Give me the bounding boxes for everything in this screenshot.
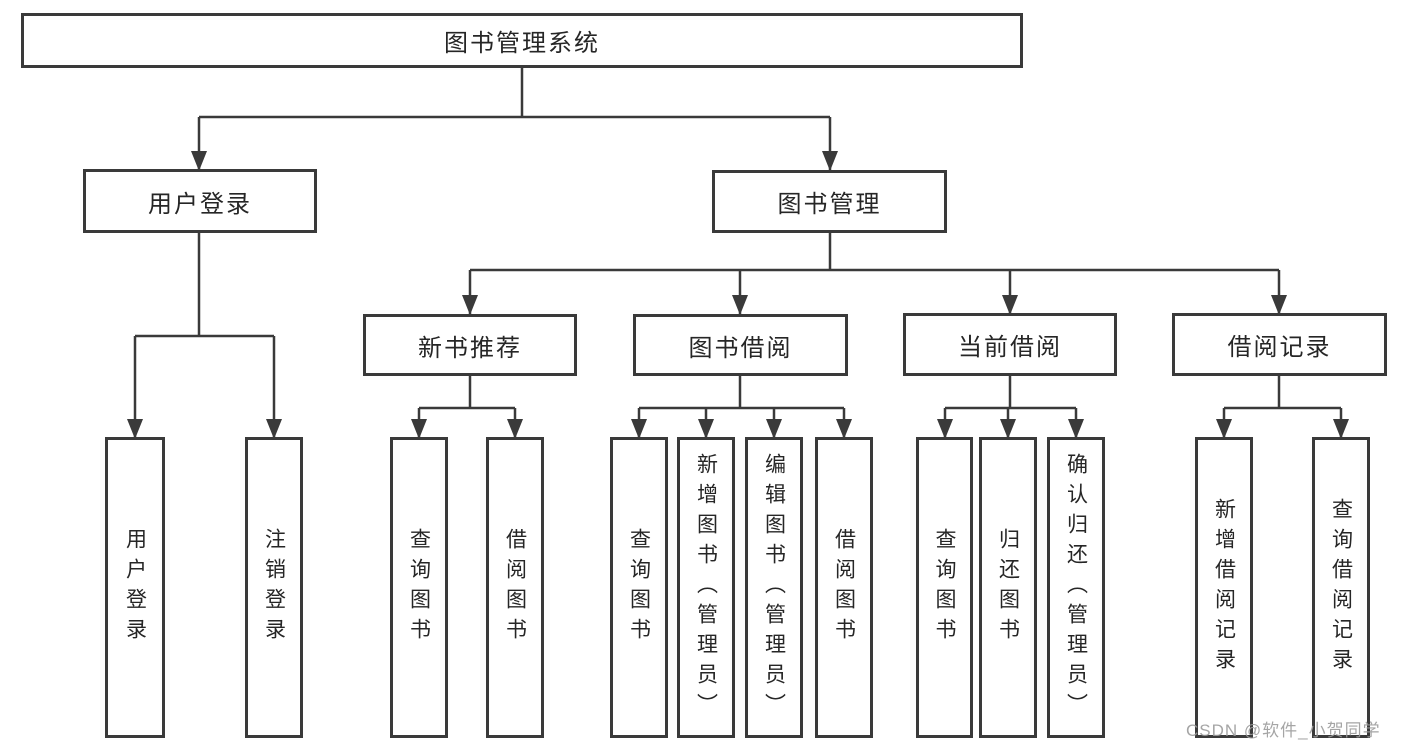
- leaf-user-login-label: 用户登录: [123, 527, 147, 648]
- leaf-return-book: 归还图书: [979, 437, 1037, 738]
- leaf-borrow-books-recommend-label: 借阅图书: [503, 527, 527, 648]
- leaf-edit-book-admin-label: 编辑图书（管理员）: [762, 452, 786, 723]
- leaf-edit-book-admin: 编辑图书（管理员）: [745, 437, 803, 738]
- node-book-borrowing: 图书借阅: [633, 314, 848, 376]
- leaf-confirm-return-admin: 确认归还（管理员）: [1047, 437, 1105, 738]
- node-new-book-recommend: 新书推荐: [363, 314, 577, 376]
- leaf-query-borrow-record-label: 查询借阅记录: [1329, 497, 1353, 678]
- leaf-query-books-current: 查询图书: [916, 437, 973, 738]
- leaf-add-borrow-record: 新增借阅记录: [1195, 437, 1253, 738]
- leaf-query-borrow-record: 查询借阅记录: [1312, 437, 1370, 738]
- leaf-query-books-recommend: 查询图书: [390, 437, 448, 738]
- leaf-confirm-return-admin-label: 确认归还（管理员）: [1064, 452, 1088, 723]
- leaf-borrow-books: 借阅图书: [815, 437, 873, 738]
- node-library-management-system: 图书管理系统: [21, 13, 1023, 68]
- leaf-query-books-borrow: 查询图书: [610, 437, 668, 738]
- leaf-add-book-admin-label: 新增图书（管理员）: [694, 452, 718, 723]
- csdn-watermark: CSDN @软件_小贺同学: [1186, 721, 1381, 740]
- leaf-query-books-recommend-label: 查询图书: [407, 527, 431, 648]
- leaf-add-book-admin: 新增图书（管理员）: [677, 437, 735, 738]
- leaf-query-books-current-label: 查询图书: [933, 527, 956, 648]
- node-borrowing-records: 借阅记录: [1172, 313, 1387, 376]
- leaf-user-login: 用户登录: [105, 437, 165, 738]
- node-current-borrowing: 当前借阅: [903, 313, 1117, 376]
- node-user-login: 用户登录: [83, 169, 317, 233]
- node-book-management: 图书管理: [712, 170, 947, 233]
- leaf-logout: 注销登录: [245, 437, 303, 738]
- leaf-borrow-books-label: 借阅图书: [832, 527, 856, 648]
- leaf-logout-label: 注销登录: [262, 527, 286, 648]
- leaf-return-book-label: 归还图书: [996, 527, 1020, 648]
- leaf-borrow-books-recommend: 借阅图书: [486, 437, 544, 738]
- leaf-query-books-borrow-label: 查询图书: [627, 527, 651, 648]
- leaf-add-borrow-record-label: 新增借阅记录: [1212, 497, 1236, 678]
